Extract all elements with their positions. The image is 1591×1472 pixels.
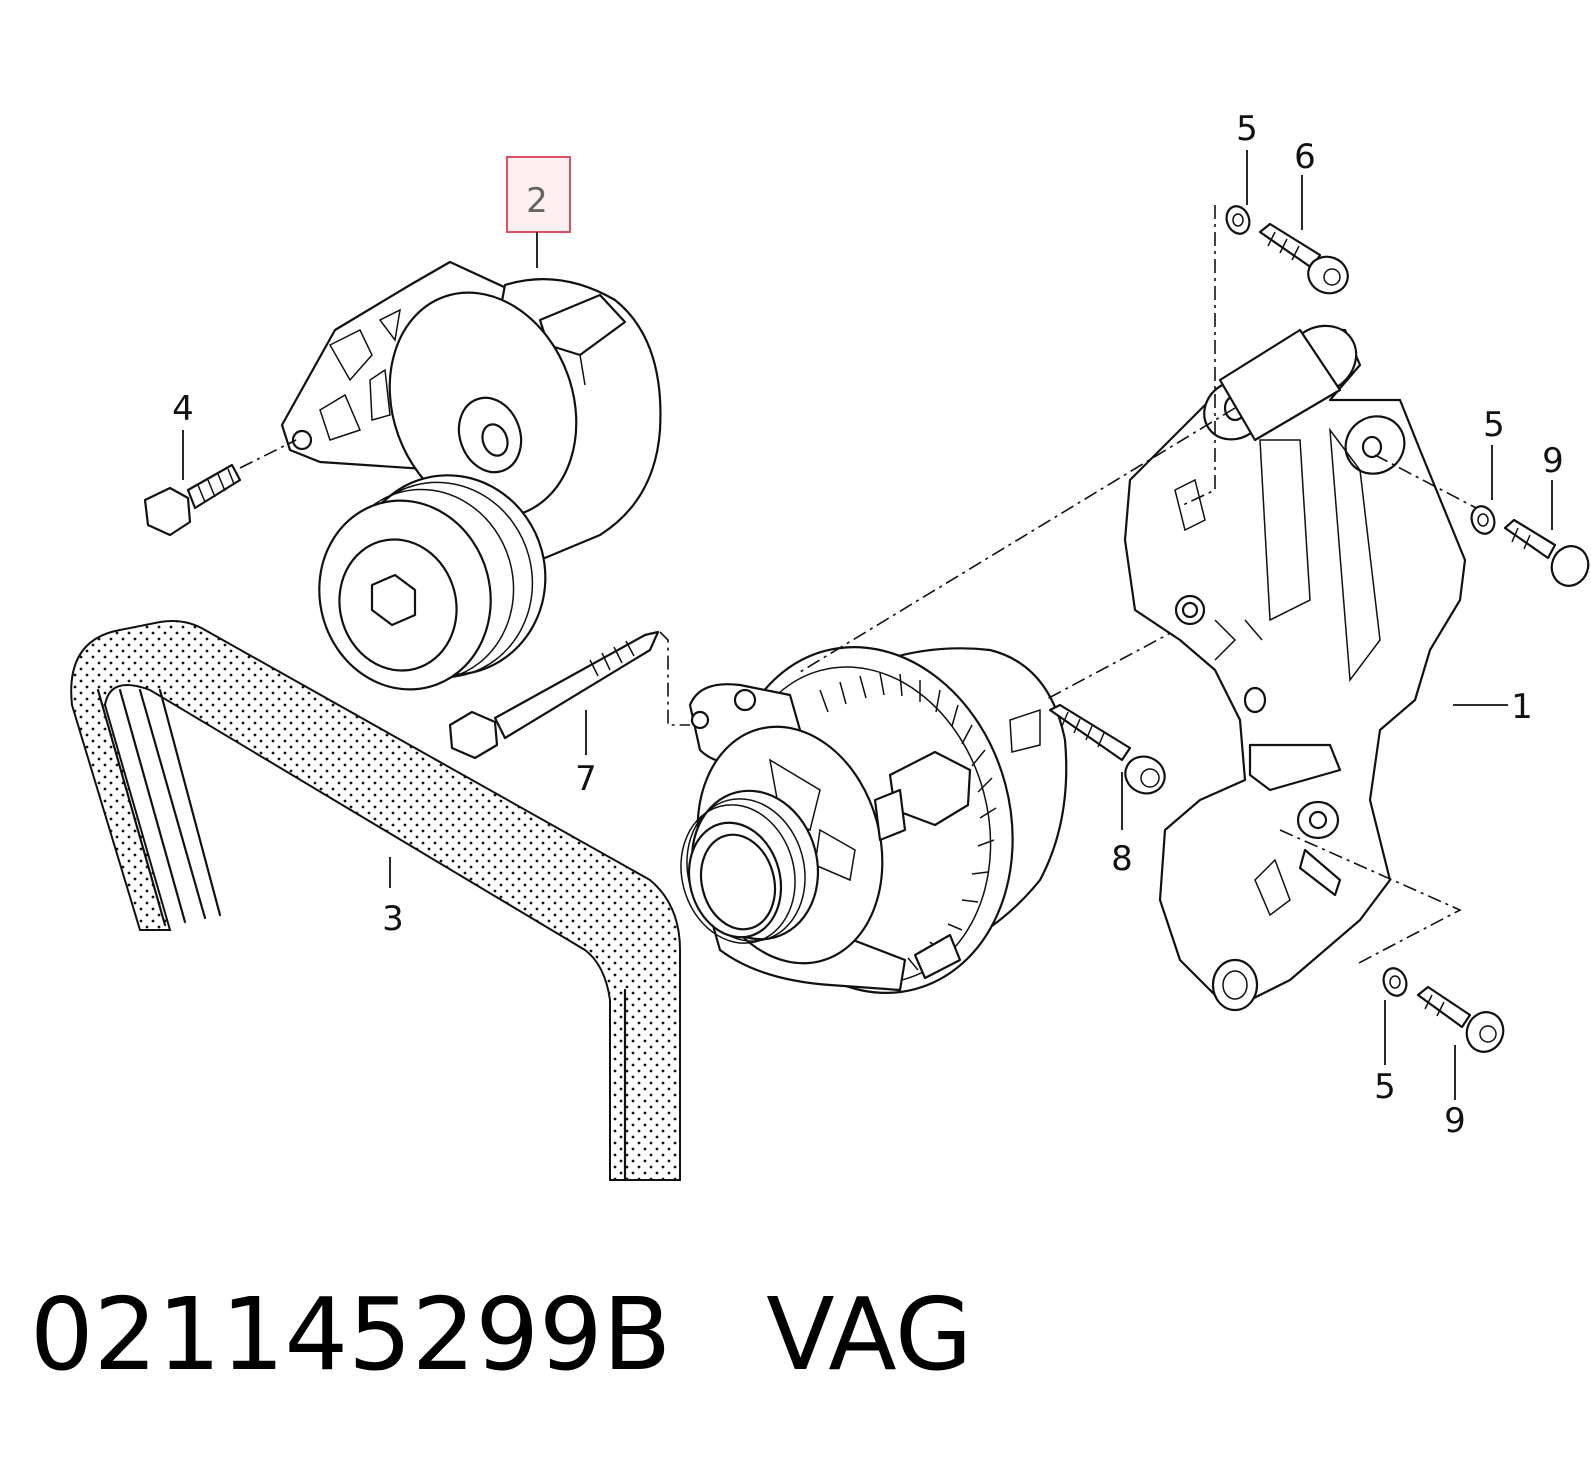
fastener-group-bottom — [1382, 967, 1505, 1053]
brand-name: VAG — [766, 1276, 973, 1393]
callout-2-highlight — [506, 156, 571, 233]
callout-9-bottom: 9 — [1444, 1101, 1466, 1141]
callout-labels: 2 4 3 7 8 1 5 6 5 9 5 9 — [172, 109, 1564, 1141]
bolt-8 — [1044, 627, 1181, 795]
callout-8: 8 — [1111, 839, 1133, 879]
bolt-7 — [448, 630, 690, 760]
mounting-bracket — [799, 324, 1467, 1012]
callout-1: 1 — [1511, 687, 1533, 727]
alternator — [680, 646, 1068, 994]
fastener-group-top — [1182, 205, 1349, 506]
part-number: 021145299B — [30, 1276, 672, 1393]
poly-v-belt — [70, 620, 681, 1182]
part-caption: 021145299B VAG — [30, 1270, 1130, 1400]
callout-5-bottom: 5 — [1374, 1067, 1396, 1107]
callout-3: 3 — [382, 899, 404, 939]
fastener-group-right — [1374, 454, 1590, 587]
callout-5-top: 5 — [1236, 109, 1258, 149]
leader-lines — [182, 150, 1553, 1100]
bolt-4 — [143, 439, 297, 537]
callout-4: 4 — [172, 389, 194, 429]
callout-9-right: 9 — [1542, 441, 1564, 481]
belt-tensioner — [280, 260, 662, 691]
callout-6: 6 — [1294, 137, 1316, 177]
callout-7: 7 — [575, 759, 597, 799]
callout-5-right: 5 — [1483, 405, 1505, 445]
callout-2: 2 — [526, 181, 548, 221]
